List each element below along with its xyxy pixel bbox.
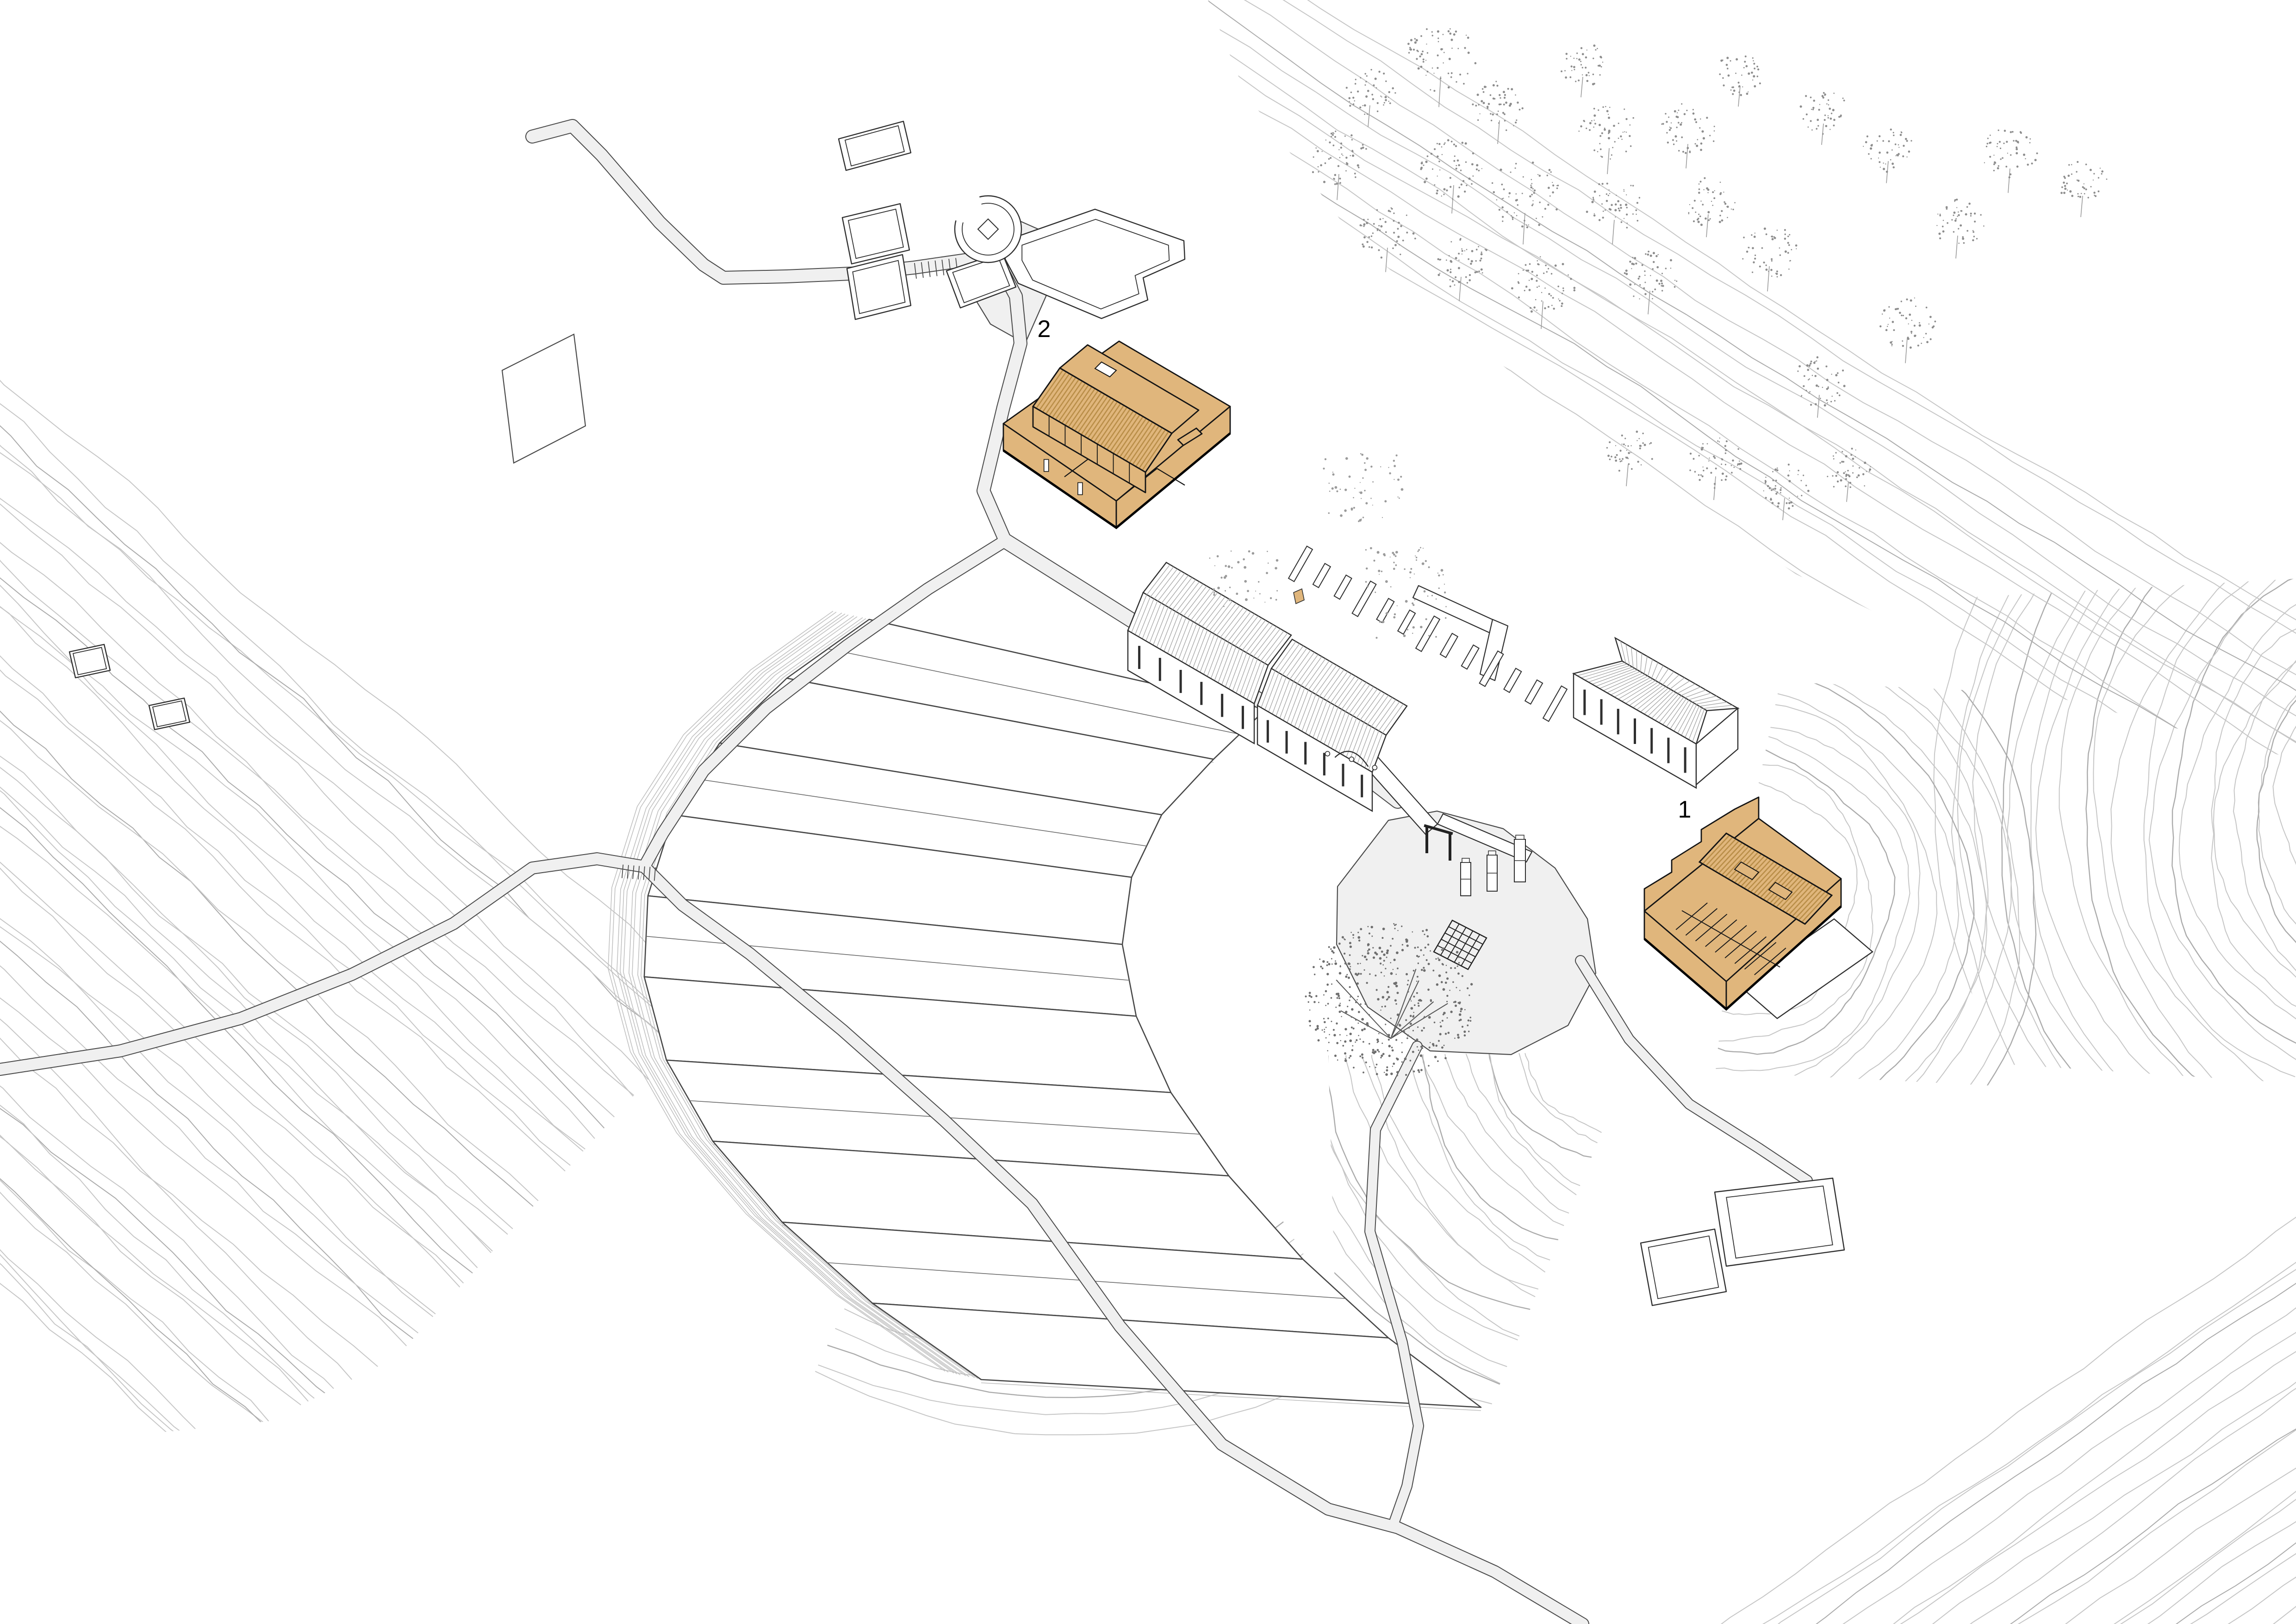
tree-stipple [1606,431,1653,487]
village-buildings-layer [68,120,1845,1306]
tree-stipple [1511,256,1576,329]
village-shophouse [1572,637,1740,789]
tree-stipple [1742,227,1798,292]
building-2-label: 2 [1038,316,1051,343]
tree-stipple [1345,69,1396,127]
tree-stipple [1689,437,1742,500]
tree-stipple [1719,55,1761,107]
building-2-cutaway [1002,340,1231,530]
tree-stipple [1661,103,1715,169]
building-1-label: 1 [1678,796,1692,823]
tree-stipple [1561,44,1604,98]
paths-roads-layer [0,119,1813,1624]
tree-stipple [1407,28,1477,107]
round-courtyard [953,194,1022,263]
tree-stipple [1624,250,1678,315]
village-shophouse [1127,562,1292,745]
tree-stipple [2060,161,2108,217]
tree-stipple [1879,297,1936,363]
tree-stipple [1359,207,1416,272]
tree-stipple [1420,139,1482,214]
tree-stipple [1472,81,1524,144]
tree-stipple [1797,356,1846,418]
village-shophouse [1257,638,1408,812]
tree-stipple [1312,131,1367,200]
highlighted-buildings-layer [1002,340,1873,1019]
tree-stipple [1586,182,1641,244]
tree-stipple [1688,177,1736,237]
tree-stipple [1437,237,1487,301]
large-tree-stipple [1305,923,1473,1076]
vegetation-layer [1209,28,2108,1076]
tree-stipple [1827,448,1872,502]
tree-stipple [1799,92,1845,145]
tree-stipple [1863,128,1912,183]
tree-stipple [1491,161,1559,245]
tree-stipple [1578,106,1634,175]
tree-stipple [1763,463,1810,520]
tree-stipple [1936,199,1985,259]
tree-stipple [1984,129,2038,193]
terraced-fields-layer [501,333,1482,1411]
building-1-cutaway [1643,796,1873,1019]
